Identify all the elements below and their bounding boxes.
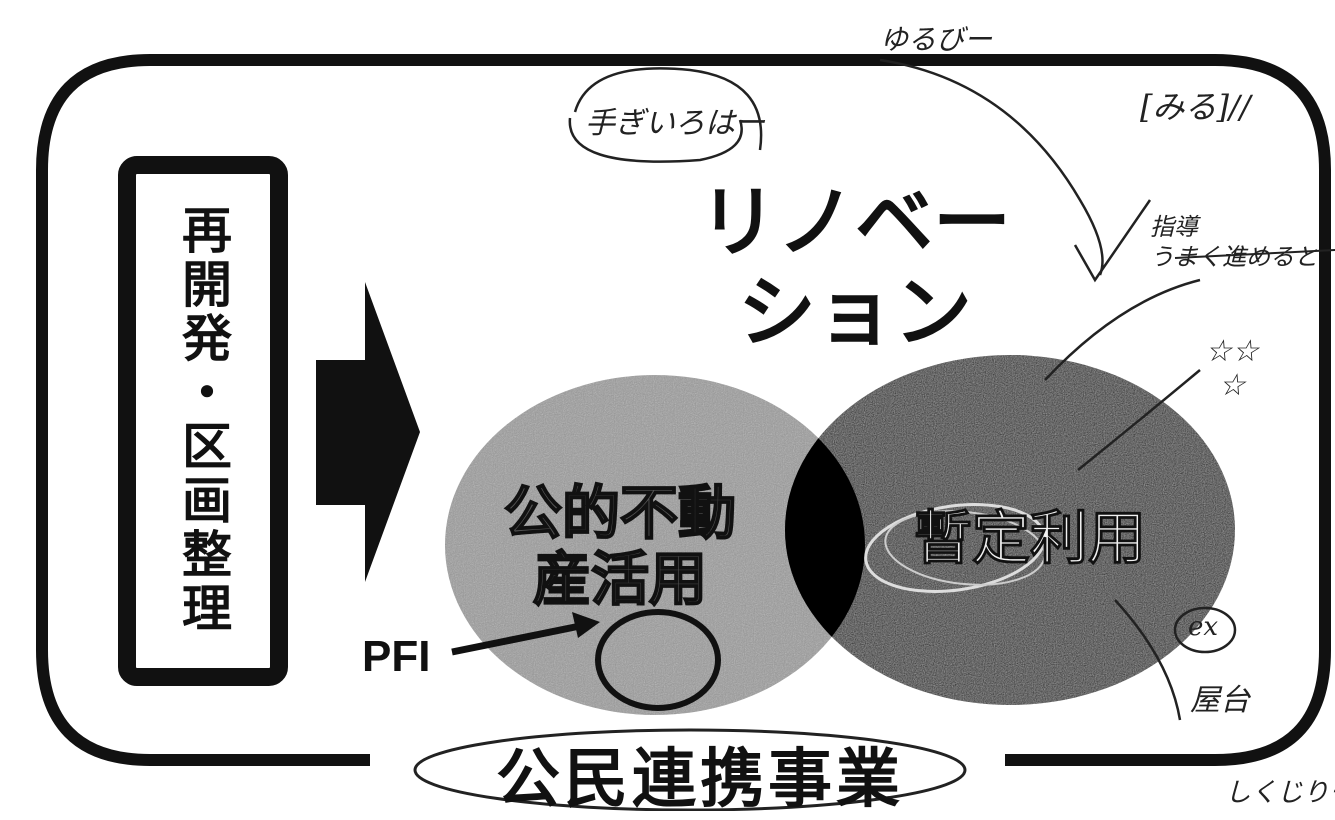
left-box-label-container: 再開発・区画整理 xyxy=(142,180,264,660)
public-real-estate-line-2: 産活用 xyxy=(532,545,708,613)
hand-curve-arrow xyxy=(879,58,1104,276)
pfi-label: PFI xyxy=(362,632,431,681)
temporary-use-label: 暫定利用 xyxy=(913,504,1146,572)
renovation-label-line-1: リノベー xyxy=(698,178,1011,268)
temporary-handwritten-loop-2 xyxy=(884,510,1046,586)
hand-loop-top xyxy=(573,67,763,151)
pfi-arrowhead xyxy=(572,612,600,638)
renovation-label: リノベー ション xyxy=(690,178,1020,358)
note-bottom-right: しくじりー xyxy=(1225,778,1335,808)
hand-underline xyxy=(1174,249,1335,259)
bottom-title: 公民連携事業 xyxy=(496,743,904,817)
hand-loop-top-2 xyxy=(568,117,743,163)
pfi-circle xyxy=(595,609,721,711)
note-right-1: [みる]// xyxy=(1140,88,1251,126)
note-top-right: ゆるびー xyxy=(880,23,993,56)
bottom-title-loop xyxy=(413,728,967,811)
outer-frame xyxy=(36,54,1331,766)
note-right-2: 指導 うまく進めると xyxy=(1150,213,1318,271)
hand-ex-circle xyxy=(1173,606,1237,654)
temporary-handwritten-loop xyxy=(864,503,1046,593)
hand-line-2 xyxy=(1077,369,1201,471)
public-real-estate-line-1: 公的不動 xyxy=(503,479,737,547)
hand-line-1 xyxy=(1044,278,1201,381)
left-box xyxy=(118,156,288,686)
pfi-arrow xyxy=(451,622,581,656)
note-top-center: 手ぎいろはー xyxy=(585,106,765,141)
renovation-label-line-2: ション xyxy=(737,268,972,358)
public-real-estate-label: 公的不動 産活用 xyxy=(470,479,770,613)
hand-check xyxy=(1073,199,1152,283)
note-stars: ☆☆ ☆ xyxy=(1205,334,1259,403)
temporary-circle xyxy=(785,355,1235,705)
left-box-label: 再開発・区画整理 xyxy=(174,204,232,636)
note-ex: ex xyxy=(1188,612,1219,642)
note-yatai: 屋台 xyxy=(1190,683,1250,718)
hand-line-3 xyxy=(1114,599,1182,721)
big-arrow xyxy=(316,282,420,582)
